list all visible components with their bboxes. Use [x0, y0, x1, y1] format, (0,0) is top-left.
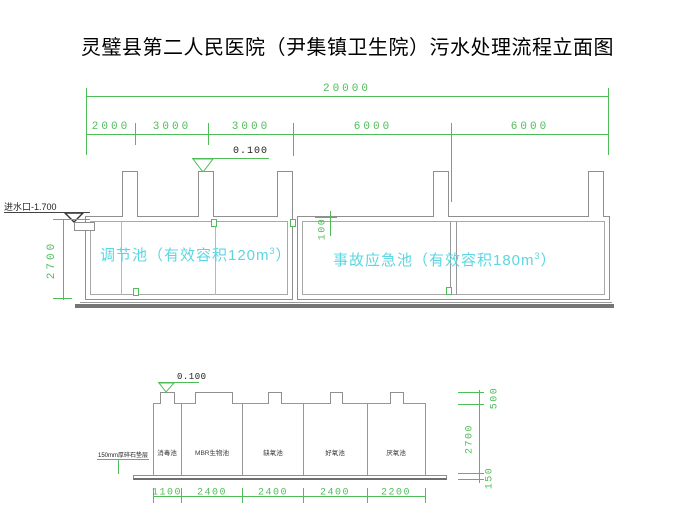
chamber-wall: [153, 403, 155, 475]
tank2-label: 事故应急池（有效容积180m3）: [333, 251, 557, 269]
vent-stack: [160, 392, 175, 404]
wall-dim-label: 100: [317, 217, 329, 241]
fitting-square: [446, 287, 452, 295]
dim-tick: [425, 488, 426, 503]
dim-tick: [293, 123, 294, 156]
depth-dim-line: [63, 219, 64, 300]
tank-regulating-outer: [85, 216, 293, 300]
height-dim-label: 150: [484, 466, 496, 490]
vent-stack: [195, 392, 233, 404]
chamber-label: 厌氧池: [386, 450, 406, 457]
depth-dim-tick: [53, 219, 90, 220]
internal-wall: [121, 222, 122, 295]
note-leader: [118, 459, 119, 474]
tank1-label: 调节池（有效容积120m3）: [100, 246, 292, 264]
chamber-label: 消毒池: [157, 450, 177, 457]
wall-dim-line: [330, 211, 331, 236]
chamber-wall: [181, 403, 183, 475]
inlet-triangle-icon: [64, 213, 84, 223]
dim-label: 3000: [152, 121, 192, 133]
inlet-pipe: [74, 222, 95, 231]
height-dim-tick: [458, 479, 484, 480]
dim-tick: [303, 488, 304, 503]
dim-line-bottom: [153, 496, 426, 497]
chamber-top: [153, 403, 426, 405]
chamber-label: 好氧池: [325, 450, 345, 457]
dim-tick: [451, 123, 452, 202]
dim-label: 3000: [231, 121, 271, 133]
note-underline: [97, 459, 149, 460]
height-dim-label: 500: [489, 386, 501, 410]
dim-label: 2400: [196, 487, 228, 499]
vent-stack: [277, 171, 293, 217]
dim-label: 2200: [380, 487, 412, 499]
chamber-label: MBR生物池: [195, 450, 229, 457]
vent-stack: [122, 171, 138, 217]
dim-label: 1100: [151, 487, 183, 499]
chamber-wall: [425, 403, 427, 475]
vent-stack: [330, 392, 343, 404]
vent-stack: [433, 171, 449, 217]
depth-dim-tick: [53, 298, 72, 299]
depth-dim-label: 2700: [46, 240, 58, 280]
elevation-triangle-icon: [158, 383, 175, 393]
dim-tick: [181, 488, 182, 503]
chamber-wall: [367, 403, 369, 475]
elevation-triangle-icon: [192, 159, 214, 173]
fitting-square: [290, 219, 296, 227]
vent-stack: [268, 392, 282, 404]
elevation-line: [192, 158, 269, 159]
internal-wall: [215, 222, 216, 295]
dim-tick: [367, 488, 368, 503]
dim-label: 6000: [353, 121, 393, 133]
inlet-label: 进水口-1.700: [4, 202, 57, 212]
tank-emergency-outer: [297, 216, 610, 300]
tank-regulating-inner: [90, 221, 288, 295]
dim-label: 2000: [91, 121, 131, 133]
vent-stack: [390, 392, 404, 404]
internal-wall: [456, 222, 457, 295]
fitting-square: [133, 288, 139, 296]
drawing-title: 灵璧县第二人民医院（尹集镇卫生院）污水处理流程立面图: [81, 37, 614, 59]
dim-total-label: 20000: [322, 83, 371, 95]
dim-line-segments: [86, 134, 608, 135]
vent-stack: [588, 171, 604, 217]
foundation-slab: [133, 475, 447, 480]
height-dim-tick: [458, 404, 484, 405]
fitting-square: [211, 219, 217, 227]
gravel-note: 150mm厚碎石垫层: [98, 453, 149, 459]
elevation-label: 0.100: [233, 146, 269, 157]
vent-stack: [198, 171, 214, 217]
height-dim-tick: [458, 392, 484, 393]
chamber-label: 缺氧池: [263, 450, 283, 457]
base-line: [80, 302, 612, 303]
dim-tick: [608, 88, 609, 155]
dim-tick: [135, 123, 136, 145]
dim-tick: [86, 88, 87, 155]
dim-line-total: [86, 96, 608, 97]
dim-tick: [208, 123, 209, 145]
tank-emergency-inner: [302, 221, 605, 295]
dim-tick: [153, 488, 154, 503]
chamber-wall: [242, 403, 244, 475]
height-dim-tick: [458, 473, 484, 474]
base-slab: [75, 304, 614, 308]
dim-label: 6000: [510, 121, 550, 133]
dim-tick: [242, 488, 243, 503]
elevation-line: [158, 382, 199, 383]
dim-label: 2400: [257, 487, 289, 499]
wall-dim-tick: [315, 217, 337, 218]
height-dim-line: [479, 390, 480, 483]
chamber-wall: [303, 403, 305, 475]
inlet-line: [4, 212, 90, 213]
height-dim-label: 2700: [464, 423, 476, 455]
dim-label: 2400: [319, 487, 351, 499]
internal-wall: [450, 222, 451, 295]
elevation-label: 0.100: [177, 372, 207, 382]
